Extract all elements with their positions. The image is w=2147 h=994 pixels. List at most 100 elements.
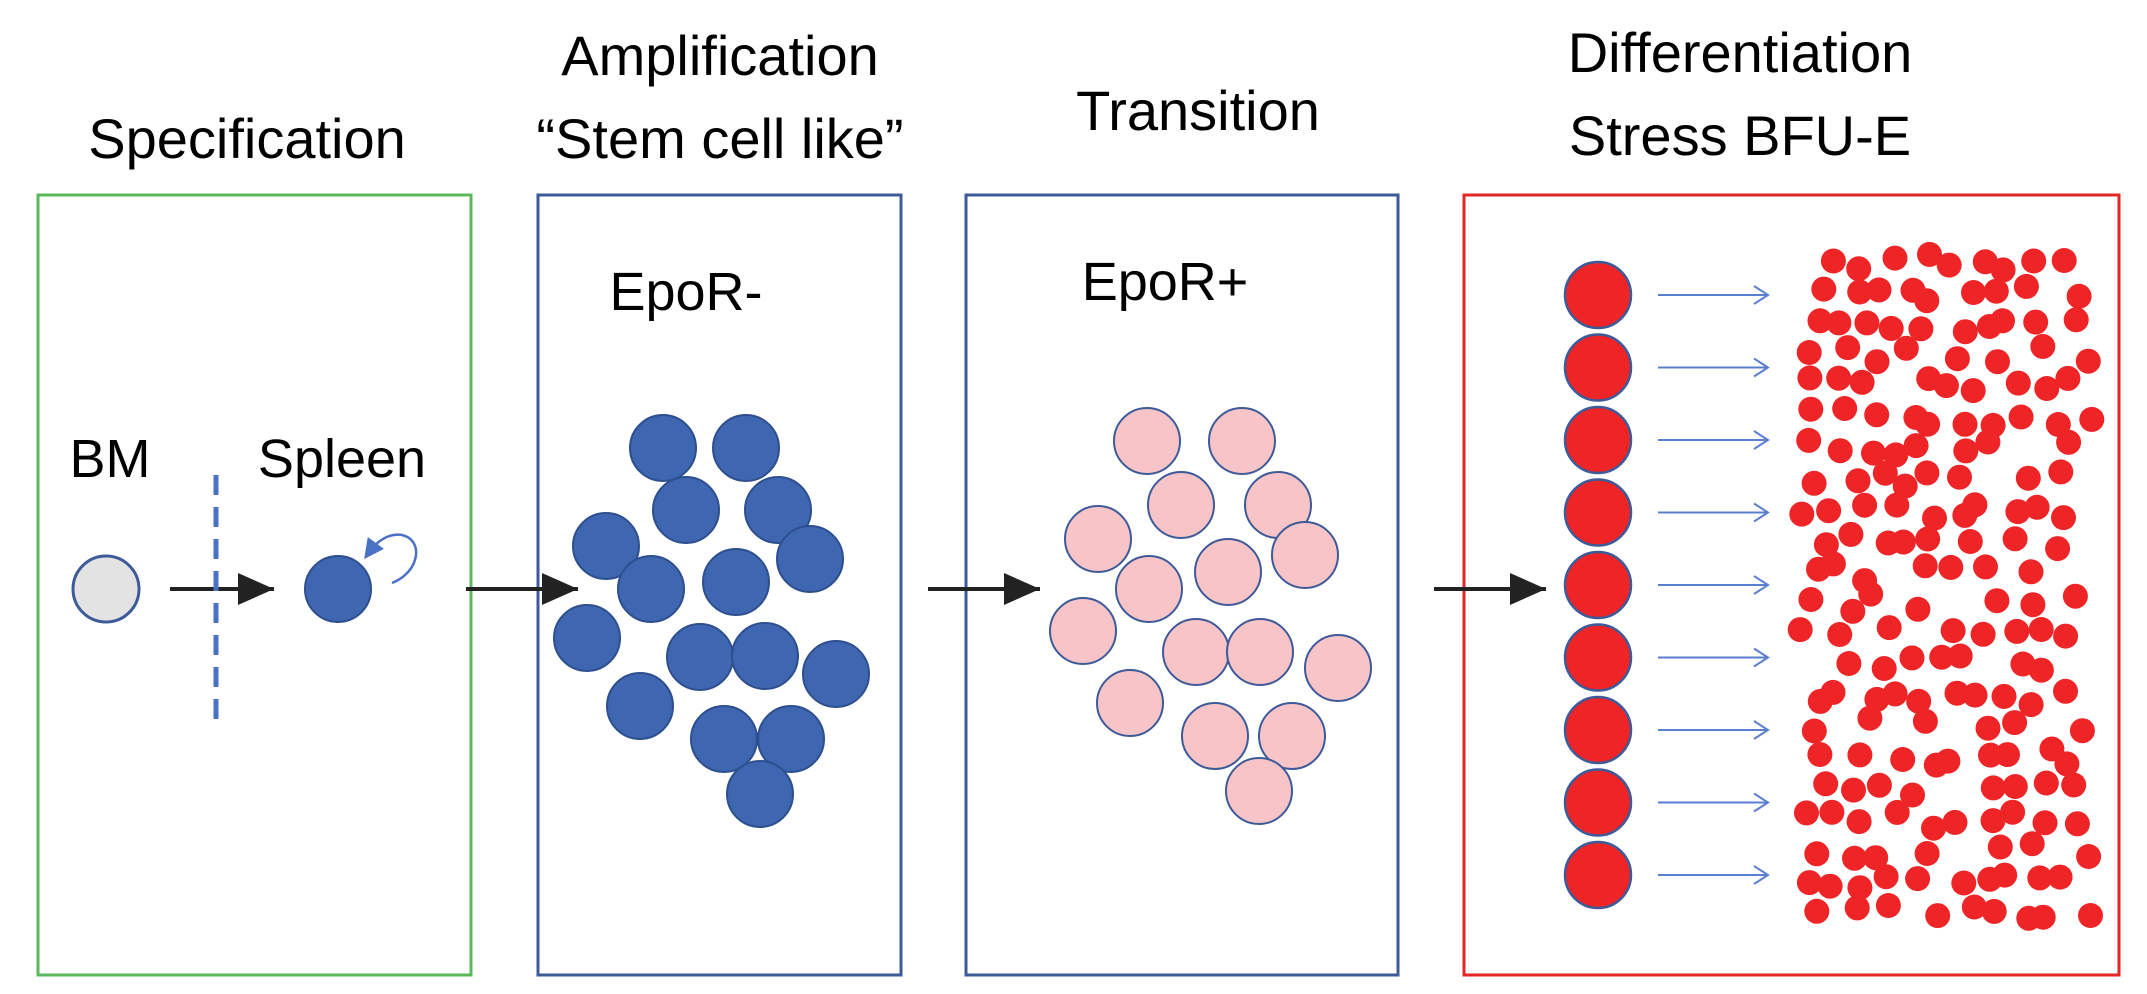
erythroid-cell xyxy=(1875,893,1901,918)
erythroid-cell xyxy=(1798,396,1824,422)
erythroid-cell xyxy=(1864,402,1890,428)
erythroid-cell xyxy=(1890,529,1916,555)
erythroid-cell xyxy=(2032,810,2058,836)
blue-cell xyxy=(617,555,685,623)
spleen-cell xyxy=(304,555,372,623)
erythroid-cell xyxy=(2055,365,2081,391)
erythroid-cell xyxy=(1883,442,1909,468)
erythroid-cell xyxy=(1951,870,1977,896)
erythroid-cell xyxy=(1854,310,1880,336)
pink-cell xyxy=(1271,521,1339,589)
erythroid-cell xyxy=(1961,894,1987,920)
erythroid-cell xyxy=(1983,278,2009,304)
differentiation-arrow xyxy=(1658,865,1770,885)
label-bm: BM xyxy=(70,429,151,489)
erythroid-cell xyxy=(1840,598,1866,624)
blue-cell xyxy=(572,512,640,580)
erythroid-cell xyxy=(1917,241,1942,267)
erythroid-cell xyxy=(1827,622,1853,647)
erythroid-cell xyxy=(1936,252,1962,278)
erythroid-cell xyxy=(1846,256,1872,282)
bfu-e-cell xyxy=(1563,260,1633,330)
erythroid-cell xyxy=(2028,617,2054,642)
erythroid-cell xyxy=(1893,335,1919,361)
pink-cell xyxy=(1181,702,1249,770)
erythroid-cell xyxy=(2030,904,2056,930)
erythroid-cell xyxy=(2005,370,2031,396)
pink-cell-cluster xyxy=(1049,407,1372,825)
pink-cell xyxy=(1225,757,1293,825)
erythroid-cell xyxy=(1987,834,2013,860)
erythroid-cell xyxy=(2048,459,2074,485)
box-specification xyxy=(36,193,473,977)
bfu-e-cell xyxy=(1563,695,1633,765)
erythroid-cell xyxy=(1813,532,1839,558)
erythroid-cell xyxy=(1922,505,1947,531)
blue-cell xyxy=(690,705,758,773)
erythroid-cell xyxy=(1908,316,1934,342)
erythroid-cell xyxy=(1925,903,1951,929)
erythroid-cell xyxy=(1962,682,1988,708)
differentiation-arrow xyxy=(1658,502,1770,523)
pink-cell xyxy=(1096,669,1164,737)
pink-cell xyxy=(1049,597,1117,665)
erythroid-cell xyxy=(2002,710,2028,736)
self-renewal-arrow xyxy=(364,533,418,585)
erythroid-cell xyxy=(1944,680,1970,706)
erythroid-cell xyxy=(2054,751,2080,777)
erythroid-cell xyxy=(1921,815,1946,841)
title-transition: Transition xyxy=(1076,79,1320,142)
erythroid-cell xyxy=(2053,678,2078,704)
erythroid-cell xyxy=(1820,679,1846,705)
erythroid-cell xyxy=(1947,464,1972,490)
erythroid-cell xyxy=(2069,718,2095,744)
blue-cell xyxy=(744,476,812,544)
erythroid-cell xyxy=(2023,309,2049,335)
erythroid-cell xyxy=(1878,315,1904,341)
erythroid-cell xyxy=(1992,862,2018,888)
erythroid-cell xyxy=(1826,310,1852,336)
blue-cell xyxy=(726,760,794,828)
erythroid-cell xyxy=(2047,864,2073,890)
erythroid-cell xyxy=(1838,521,1864,547)
erythroid-cell xyxy=(1929,644,1955,670)
erythroid-cell xyxy=(1915,411,1941,437)
erythroid-cell xyxy=(1844,895,1870,921)
blue-cell xyxy=(553,604,621,672)
erythroid-cell xyxy=(1798,587,1824,612)
erythroid-cell xyxy=(1952,411,1978,437)
erythroid-cell xyxy=(1861,440,1886,466)
erythroid-cell xyxy=(1960,378,1986,404)
erythroid-cell xyxy=(1952,319,1978,345)
erythroid-cell xyxy=(1884,492,1910,518)
erythroid-cell xyxy=(1847,279,1873,305)
title-amplification: Amplification xyxy=(561,24,878,87)
erythroid-cell xyxy=(1789,501,1815,527)
pink-cell xyxy=(1113,407,1181,475)
erythroid-cell xyxy=(1842,845,1867,871)
erythroid-cell xyxy=(1794,800,1819,826)
blue-cell xyxy=(712,414,780,482)
erythroid-cell xyxy=(1900,782,1925,808)
erythroid-cell xyxy=(2064,811,2090,837)
blue-cell xyxy=(606,672,674,740)
pink-cell xyxy=(1258,702,1326,770)
erythroid-cell xyxy=(2020,592,2046,618)
erythroid-cell xyxy=(2000,799,2026,825)
blue-cell xyxy=(629,414,697,482)
erythroid-cell xyxy=(2078,903,2103,928)
erythroid-cell xyxy=(1975,715,2001,741)
pink-cell xyxy=(1147,471,1215,539)
erythroid-cell xyxy=(2066,283,2092,309)
erythroid-cell xyxy=(1980,775,2006,801)
box-differentiation xyxy=(1462,193,2121,977)
erythroid-cell xyxy=(2028,657,2054,683)
bfu-e-cell xyxy=(1563,478,1633,547)
differentiation-arrows xyxy=(1658,285,1770,885)
erythroid-cell xyxy=(1914,288,1940,314)
erythroid-cell xyxy=(1804,841,1830,867)
blue-cell xyxy=(731,622,799,690)
erythroid-cell xyxy=(1884,799,1910,825)
erythroid-cell xyxy=(1797,365,1823,391)
erythroid-cell xyxy=(2051,505,2076,531)
